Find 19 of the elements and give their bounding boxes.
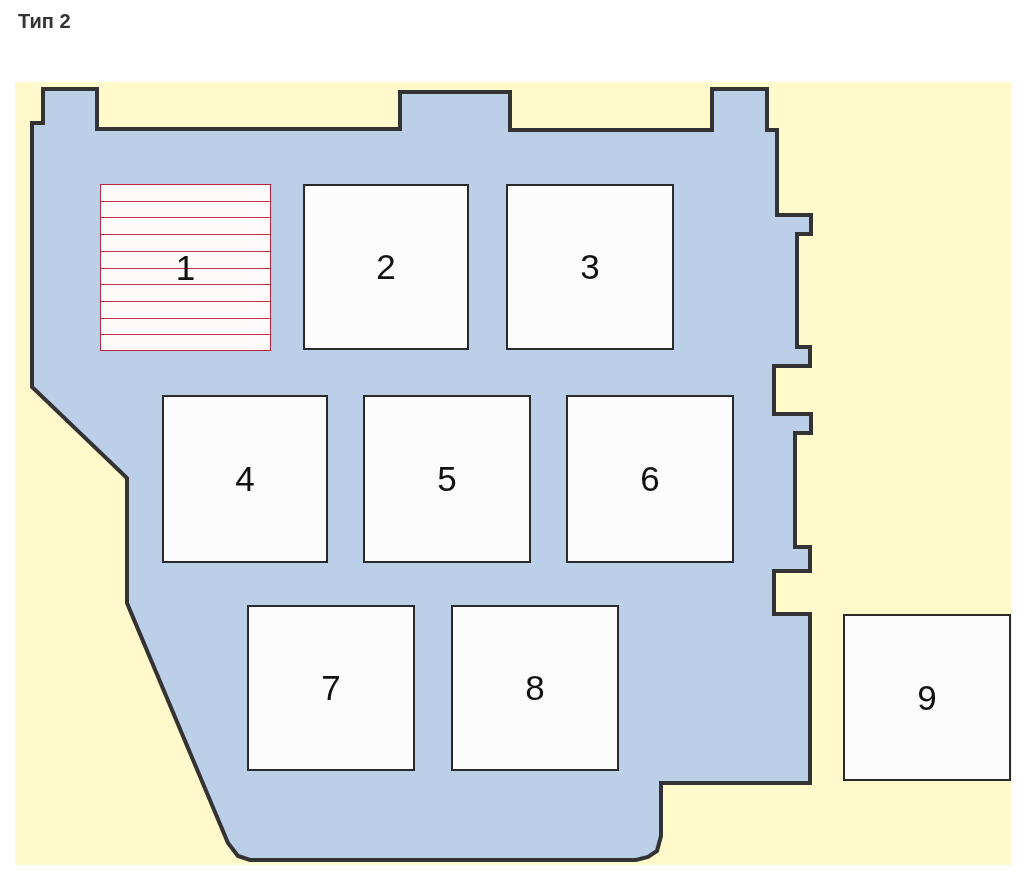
numbered-block <box>843 614 1011 781</box>
numbered-block <box>363 395 531 563</box>
block-number: 6 <box>640 459 660 499</box>
hatched-block <box>100 184 271 351</box>
block-number: 5 <box>437 459 457 499</box>
panel-outline <box>28 85 816 865</box>
block-number: 8 <box>525 668 545 708</box>
block-number: 7 <box>321 668 341 708</box>
numbered-block <box>247 605 415 771</box>
block-number: 3 <box>580 247 600 287</box>
numbered-block <box>451 605 619 771</box>
diagram-title: Тип 2 <box>18 9 71 33</box>
numbered-block <box>566 395 734 563</box>
block-number: 4 <box>235 459 255 499</box>
numbered-block <box>506 184 674 350</box>
numbered-block <box>162 395 328 563</box>
numbered-block <box>303 184 469 350</box>
block-number: 9 <box>917 677 937 718</box>
block-number: 2 <box>376 247 396 287</box>
